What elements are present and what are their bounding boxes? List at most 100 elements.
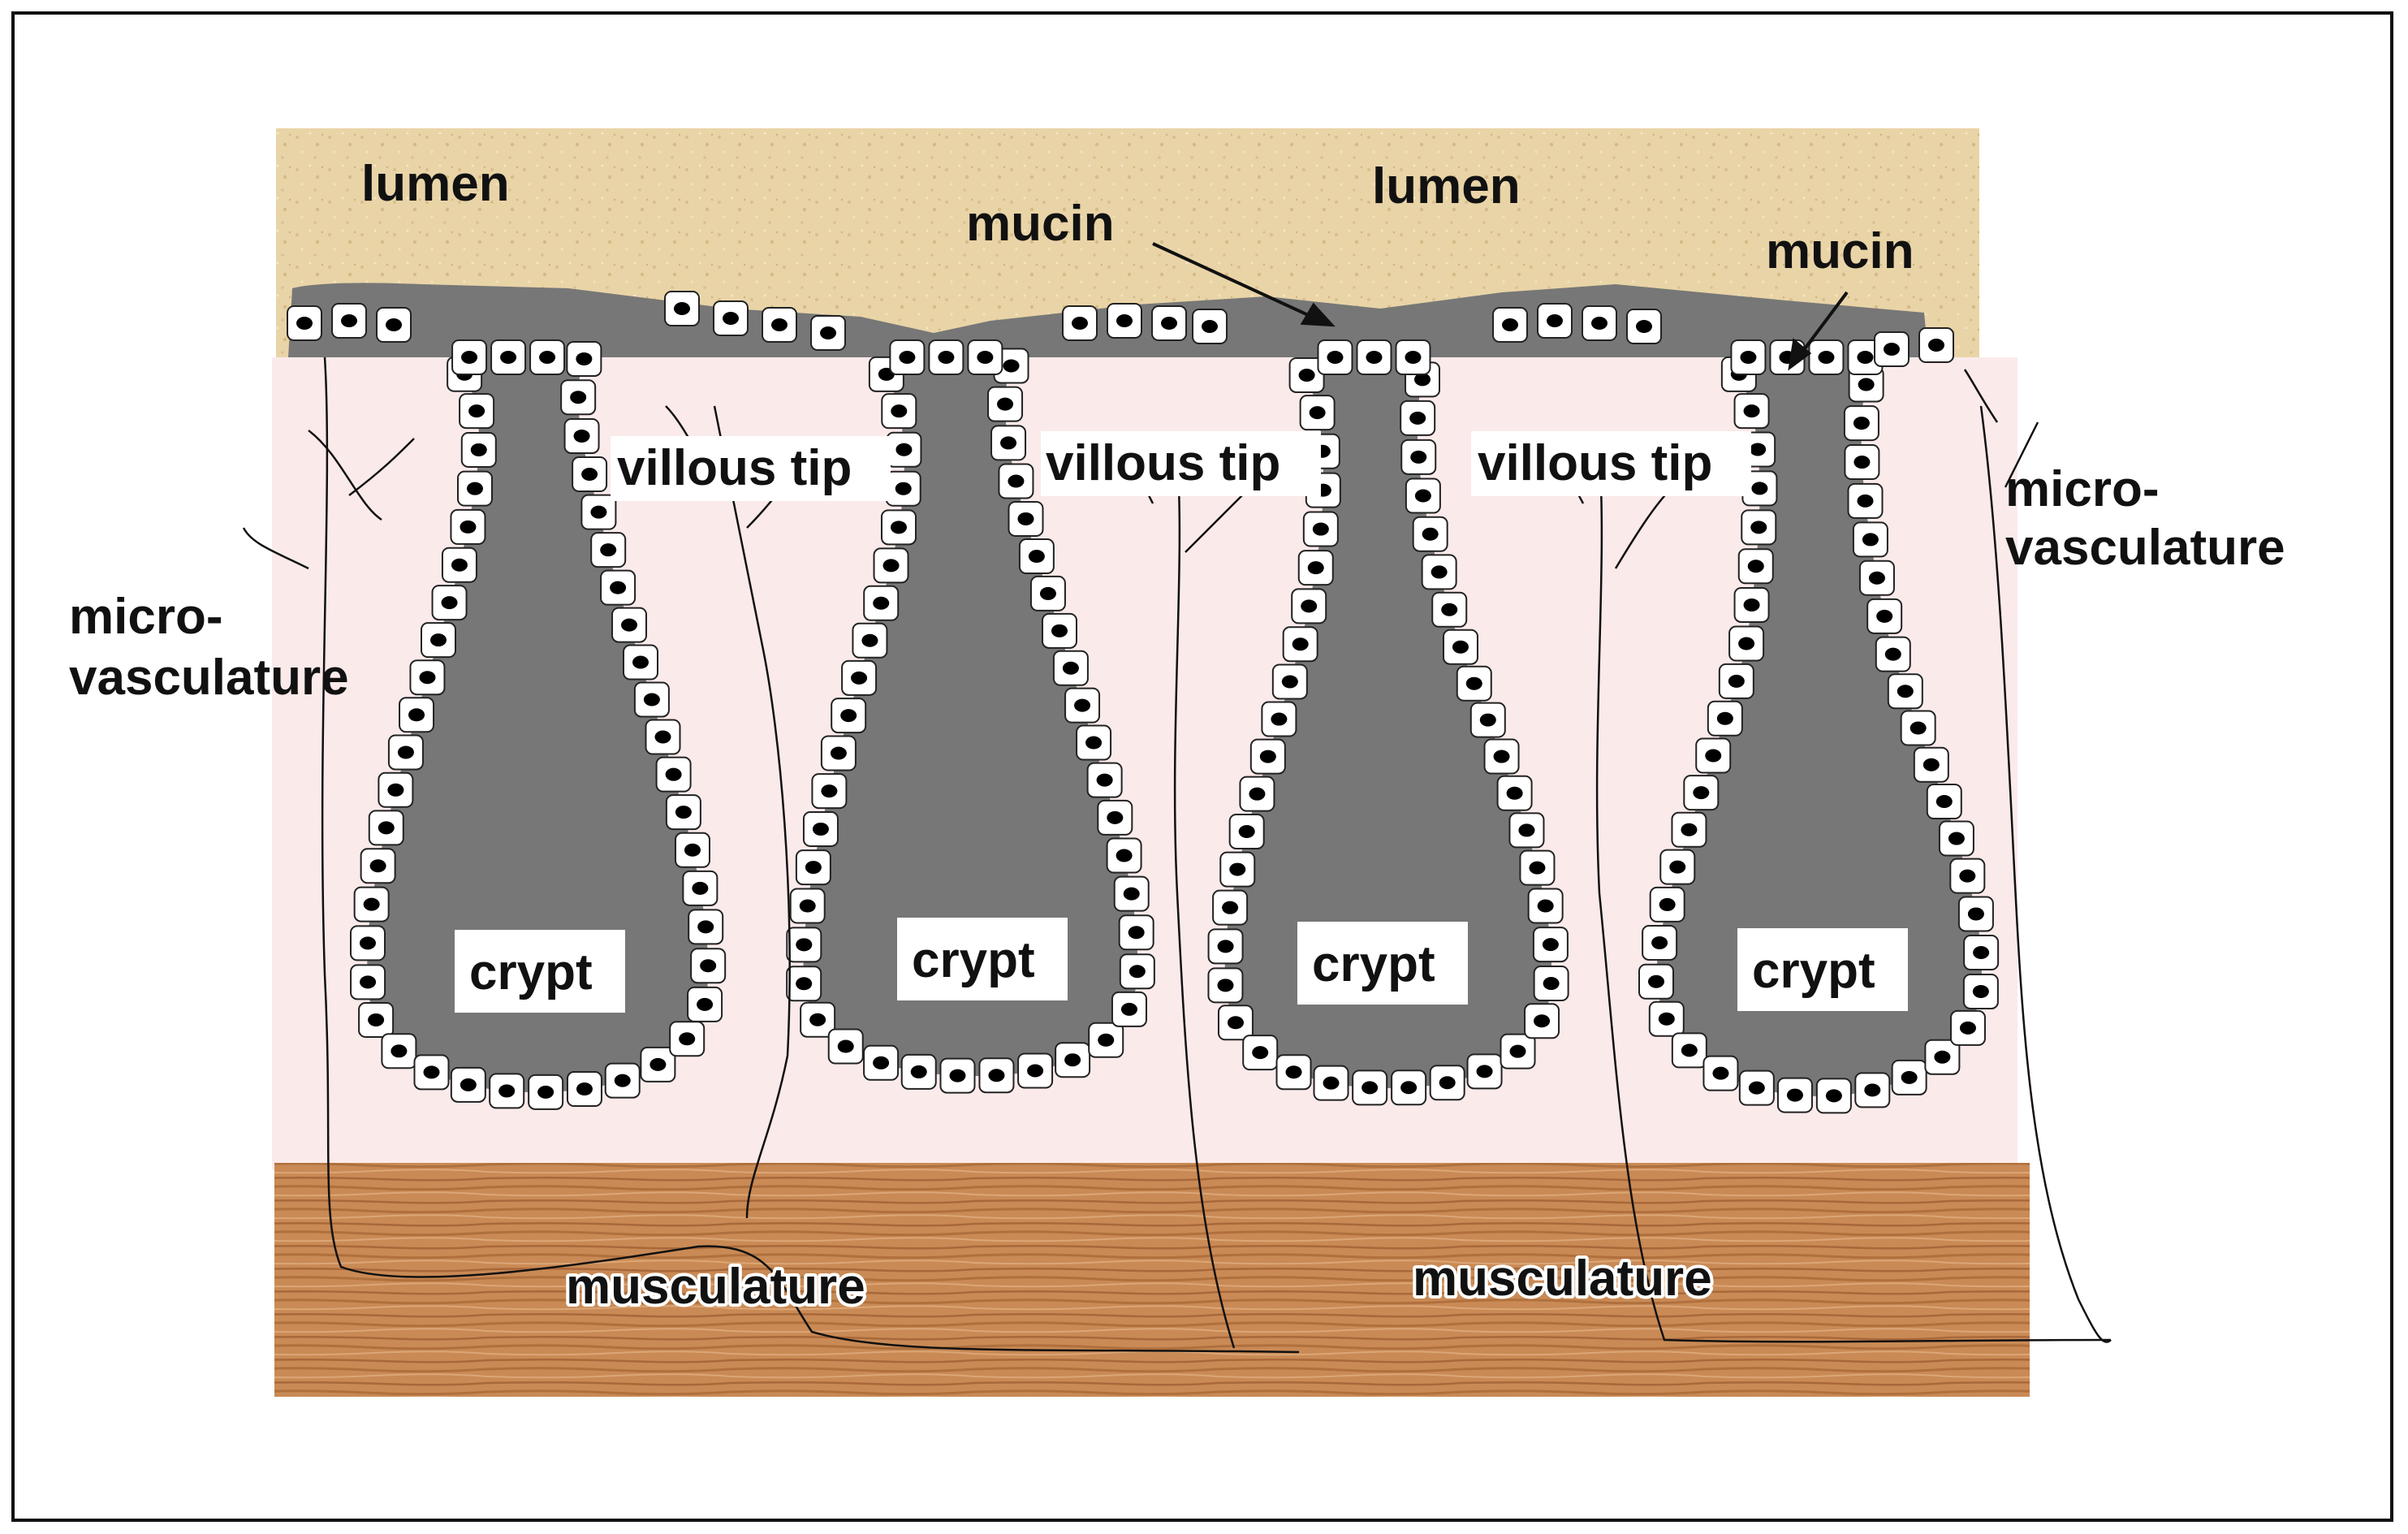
cell-nucleus bbox=[809, 1013, 826, 1026]
cell-nucleus bbox=[1307, 561, 1324, 575]
cell-nucleus bbox=[675, 806, 692, 819]
cell-nucleus bbox=[1249, 787, 1266, 801]
cell-nucleus bbox=[895, 443, 913, 456]
cell-nucleus bbox=[369, 859, 386, 873]
cell-nucleus bbox=[1853, 417, 1870, 430]
cell-nucleus bbox=[684, 843, 701, 857]
cell-nucleus bbox=[1312, 522, 1329, 536]
epithelial-cells bbox=[287, 291, 2000, 1114]
cell-nucleus bbox=[1238, 824, 1255, 838]
cell-nucleus bbox=[391, 1044, 408, 1058]
cell-nucleus bbox=[1743, 404, 1760, 418]
cell-nucleus bbox=[1017, 512, 1034, 525]
cell-nucleus bbox=[1202, 320, 1218, 333]
cell-nucleus bbox=[1750, 521, 1767, 534]
cell-nucleus bbox=[1542, 938, 1559, 952]
cell-nucleus bbox=[1000, 436, 1017, 450]
cell-nucleus bbox=[1959, 1021, 1976, 1035]
cell-nucleus bbox=[621, 618, 638, 632]
cell-nucleus bbox=[679, 1032, 696, 1046]
cell-nucleus bbox=[771, 318, 788, 331]
cell-nucleus bbox=[799, 899, 816, 913]
cell-nucleus bbox=[423, 1065, 440, 1079]
cell-nucleus bbox=[1271, 712, 1288, 726]
cell-nucleus bbox=[360, 975, 377, 989]
cell-nucleus bbox=[1298, 368, 1315, 382]
cell-nucleus bbox=[1910, 721, 1927, 735]
cell-nucleus bbox=[1410, 450, 1427, 464]
cell-nucleus bbox=[883, 559, 900, 573]
cell-nucleus bbox=[460, 520, 477, 534]
cell-nucleus bbox=[1712, 1066, 1729, 1080]
microvasculature-label-right-2: vasculature bbox=[2005, 520, 2285, 576]
cell-nucleus bbox=[1693, 786, 1710, 800]
cell-nucleus bbox=[1493, 750, 1510, 763]
cell-nucleus bbox=[1281, 675, 1298, 689]
cell-nucleus bbox=[1096, 773, 1113, 787]
cell-nucleus bbox=[890, 521, 907, 534]
cell-nucleus bbox=[590, 505, 607, 519]
cell-nucleus bbox=[1414, 489, 1431, 503]
cell-nucleus bbox=[1901, 1070, 1918, 1084]
cell-nucleus bbox=[441, 596, 458, 610]
cell-nucleus bbox=[1064, 1053, 1081, 1067]
cell-nucleus bbox=[1868, 571, 1885, 585]
cell-nucleus bbox=[1309, 406, 1326, 420]
cell-nucleus bbox=[692, 881, 709, 895]
cell-nucleus bbox=[359, 936, 376, 950]
cell-nucleus bbox=[1818, 351, 1835, 364]
cell-nucleus bbox=[1414, 373, 1431, 387]
cell-nucleus bbox=[1431, 565, 1448, 579]
cell-nucleus bbox=[1107, 810, 1124, 824]
cell-nucleus bbox=[1476, 1065, 1493, 1078]
cell-nucleus bbox=[1529, 861, 1546, 875]
mucin-label-right: mucin bbox=[1766, 223, 1914, 279]
cell-nucleus bbox=[1740, 351, 1757, 364]
cell-nucleus bbox=[1506, 786, 1523, 800]
cell-nucleus bbox=[632, 655, 649, 669]
crypt-box-4 bbox=[1737, 928, 1908, 1011]
cell-nucleus bbox=[949, 1069, 966, 1082]
microvasculature-label-right-1: micro- bbox=[2005, 461, 2159, 517]
cell-nucleus bbox=[397, 745, 414, 759]
cell-nucleus bbox=[840, 709, 857, 723]
cell-nucleus bbox=[1229, 862, 1246, 876]
cell-nucleus bbox=[700, 959, 717, 973]
cell-nucleus bbox=[1074, 698, 1091, 712]
cell-nucleus bbox=[1479, 713, 1496, 727]
cell-nucleus bbox=[1509, 1044, 1526, 1058]
cell-nucleus bbox=[1825, 1089, 1842, 1103]
cell-nucleus bbox=[1285, 1065, 1302, 1079]
microvasculature-label-left-2: vasculature bbox=[69, 650, 349, 706]
cell-nucleus bbox=[1222, 901, 1239, 914]
villous-tip-label-1: villous tip bbox=[617, 440, 852, 496]
cell-nucleus bbox=[1897, 685, 1914, 698]
cell-nucleus bbox=[1959, 869, 1976, 883]
cell-nucleus bbox=[643, 693, 660, 707]
cell-nucleus bbox=[610, 581, 627, 594]
cell-nucleus bbox=[938, 351, 955, 364]
musculature-layer bbox=[274, 1163, 2030, 1397]
cell-nucleus bbox=[387, 783, 404, 797]
cell-nucleus bbox=[649, 1057, 667, 1071]
cell-nucleus bbox=[1857, 494, 1874, 508]
cell-nucleus bbox=[1439, 1076, 1456, 1090]
cell-nucleus bbox=[576, 1082, 593, 1096]
cell-nucleus bbox=[1362, 1081, 1379, 1095]
cell-nucleus bbox=[1452, 640, 1469, 654]
mucin-arrows bbox=[1152, 242, 1849, 371]
cell-nucleus bbox=[910, 1065, 927, 1078]
cell-nucleus bbox=[821, 784, 838, 798]
crypt-label-1: crypt bbox=[469, 944, 593, 1000]
cell-nucleus bbox=[341, 314, 357, 327]
cell-nucleus bbox=[451, 558, 468, 572]
cell-nucleus bbox=[988, 1069, 1005, 1082]
cell-nucleus bbox=[419, 671, 436, 685]
cell-nucleus bbox=[1301, 599, 1318, 613]
cell-nucleus bbox=[697, 920, 714, 934]
cell-nucleus bbox=[600, 543, 617, 557]
cell-nucleus bbox=[1008, 474, 1025, 488]
cell-nucleus bbox=[899, 351, 916, 364]
cell-nucleus bbox=[1923, 758, 1940, 771]
cell-nucleus bbox=[1217, 940, 1234, 953]
